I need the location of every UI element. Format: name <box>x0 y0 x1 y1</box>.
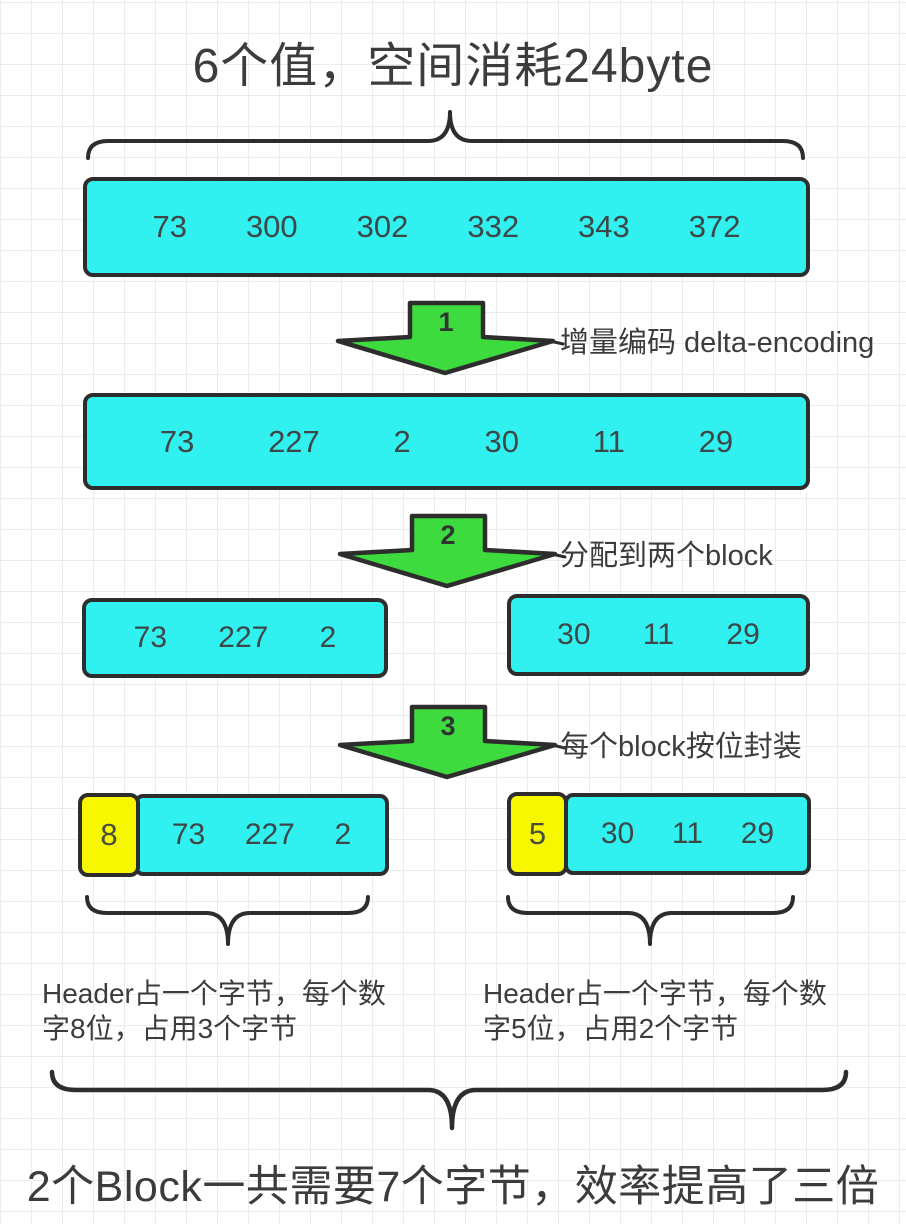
value: 30 <box>484 423 519 459</box>
box-delta-values: 73 227 2 30 11 29 <box>83 393 810 490</box>
value: 11 <box>592 423 625 459</box>
value: 2 <box>393 423 411 459</box>
brace-bottom <box>49 1069 849 1131</box>
value: 372 <box>688 209 741 244</box>
value: 227 <box>244 818 295 851</box>
value: 227 <box>218 621 269 654</box>
value: 300 <box>245 209 298 244</box>
arrow-3-number: 3 <box>440 711 455 741</box>
packed-left-header: 8 <box>78 793 140 877</box>
packed-block-right: 30 11 29 5 <box>507 792 811 876</box>
arrow-step-3: 3 <box>337 704 567 780</box>
value: 29 <box>740 817 775 850</box>
value: 73 <box>133 621 168 654</box>
note-right-line1: Header占一个字节，每个数 <box>483 978 827 1009</box>
step-1-label: 增量编码 delta-encoding <box>560 327 875 359</box>
box-original-values: 73 300 302 332 343 372 <box>83 177 810 277</box>
note-left: Header占一个字节，每个数 字8位，占用3个字节 <box>42 976 422 1046</box>
packed-block-left: 73 227 2 8 <box>78 793 389 877</box>
value: 332 <box>467 209 520 244</box>
value: 11 <box>671 817 704 850</box>
value: 343 <box>578 209 630 244</box>
value: 73 <box>152 209 187 244</box>
value: 302 <box>356 209 409 244</box>
note-right-line2: 字5位，占用2个字节 <box>483 1013 739 1044</box>
note-left-line2: 字8位，占用3个字节 <box>42 1013 298 1044</box>
value: 73 <box>159 423 195 459</box>
value: 2 <box>334 818 352 851</box>
value: 2 <box>319 621 337 654</box>
arrow-step-2: 2 <box>337 513 567 589</box>
value: 11 <box>642 618 675 651</box>
arrow-1-number: 1 <box>438 307 453 337</box>
packed-right-body: 30 11 29 <box>564 793 811 875</box>
value: 73 <box>171 818 206 851</box>
summary-text: 2个Block一共需要7个字节，效率提高了三倍 <box>26 1163 880 1211</box>
value: 30 <box>557 618 591 651</box>
diagram-title: 6个值，空间消耗24byte <box>192 40 714 93</box>
packed-left-body: 73 227 2 <box>134 794 389 876</box>
value: 227 <box>268 423 320 459</box>
brace-packed-right <box>506 895 795 946</box>
note-right: Header占一个字节，每个数 字5位，占用2个字节 <box>483 976 863 1046</box>
brace-packed-left <box>85 895 370 946</box>
arrow-3-down-icon <box>337 704 558 780</box>
note-left-line1: Header占一个字节，每个数 <box>42 978 386 1009</box>
block-left: 73 227 2 <box>82 598 388 678</box>
step-3-label: 每个block按位封装 <box>560 731 802 763</box>
value: 30 <box>600 817 635 850</box>
packed-right-header: 5 <box>507 792 568 876</box>
arrow-2-down-icon <box>337 513 558 589</box>
arrow-step-1: 1 <box>335 300 565 376</box>
step-2-label: 分配到两个block <box>560 540 773 572</box>
block-right: 30 11 29 <box>507 594 810 676</box>
value: 29 <box>726 618 760 651</box>
brace-top <box>86 110 805 160</box>
arrow-1-down-icon <box>335 300 556 376</box>
value: 29 <box>698 423 734 459</box>
arrow-2-number: 2 <box>440 520 455 550</box>
